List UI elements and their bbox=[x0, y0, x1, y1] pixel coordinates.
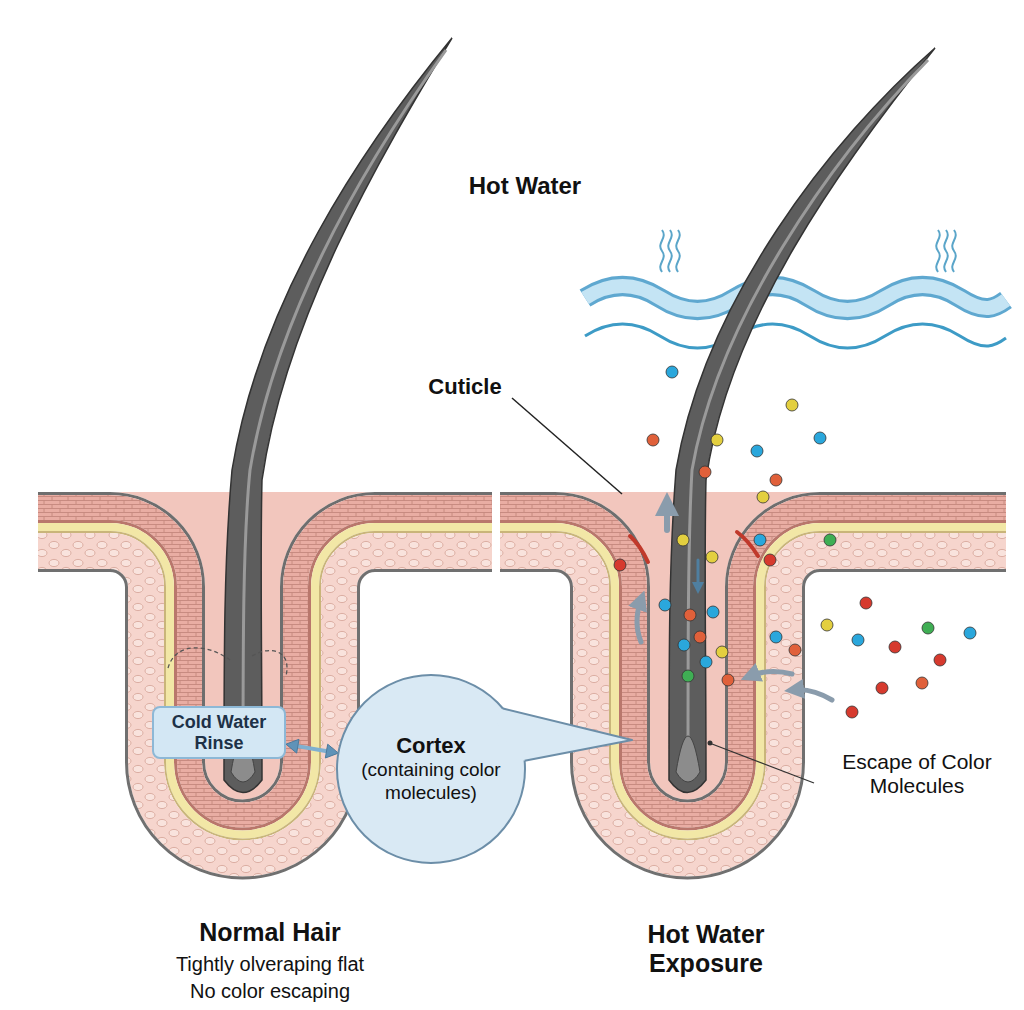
color-molecule bbox=[757, 491, 769, 503]
arrow-head bbox=[286, 739, 299, 753]
skin-layers bbox=[38, 492, 1006, 878]
color-molecule bbox=[694, 631, 706, 643]
color-molecule bbox=[852, 634, 864, 646]
color-molecule bbox=[614, 559, 626, 571]
color-molecule bbox=[770, 474, 782, 486]
color-molecule bbox=[682, 670, 694, 682]
leader-line bbox=[512, 398, 622, 494]
steam-line bbox=[668, 230, 671, 272]
box-text: Cold Water Rinse bbox=[163, 712, 275, 753]
hot-water-waves bbox=[585, 286, 1006, 348]
color-molecule bbox=[706, 551, 718, 563]
flow-arrow bbox=[750, 671, 792, 676]
color-molecule bbox=[814, 432, 826, 444]
color-molecule bbox=[860, 597, 872, 609]
skin-layer bbox=[500, 571, 1006, 879]
flow-arrows bbox=[637, 504, 832, 700]
arrow-head bbox=[325, 744, 338, 758]
color-molecule bbox=[722, 674, 734, 686]
lifted-cuticle bbox=[630, 532, 758, 562]
color-molecule bbox=[916, 677, 928, 689]
color-molecule bbox=[964, 627, 976, 639]
text-label: No color escaping bbox=[100, 980, 440, 1003]
wave bbox=[585, 324, 1006, 348]
color-molecule bbox=[754, 534, 766, 546]
dashed-outline bbox=[168, 648, 287, 676]
callout-text-wrap: Cortex(containing color molecules) bbox=[335, 673, 527, 865]
color-molecule bbox=[659, 599, 671, 611]
text-label: Tightly olveraping flat bbox=[100, 953, 440, 976]
callout-pointer bbox=[495, 709, 632, 761]
leader-dot bbox=[708, 741, 713, 746]
connector-arrow bbox=[286, 739, 338, 758]
color-molecule bbox=[647, 434, 659, 446]
callout-pointer-outline bbox=[503, 709, 632, 761]
callout-body: (containing color molecules) bbox=[349, 759, 513, 805]
steam-line bbox=[936, 230, 939, 272]
color-molecule bbox=[922, 622, 934, 634]
color-molecule bbox=[716, 646, 728, 658]
text-label: Escape of Color Molecules bbox=[819, 750, 1015, 798]
text-label: Hot Water Exposure bbox=[621, 920, 791, 978]
circle-outline bbox=[337, 675, 525, 863]
flow-arrow bbox=[637, 600, 641, 642]
cuticle-mark bbox=[737, 532, 758, 556]
connector-line bbox=[296, 746, 329, 752]
color-molecule bbox=[789, 644, 801, 656]
leader-line bbox=[712, 744, 814, 783]
color-molecule bbox=[684, 609, 696, 621]
color-molecule bbox=[821, 619, 833, 631]
wave bbox=[585, 286, 1006, 310]
color-molecule bbox=[666, 366, 678, 378]
color-molecule bbox=[699, 466, 711, 478]
color-molecule bbox=[876, 682, 888, 694]
color-molecules bbox=[614, 366, 976, 718]
color-molecule bbox=[824, 534, 836, 546]
flow-arrow bbox=[794, 690, 832, 700]
hair-bulb bbox=[676, 736, 700, 782]
hair-highlight bbox=[688, 60, 928, 780]
color-molecule bbox=[889, 641, 901, 653]
skin-layer bbox=[500, 551, 1006, 859]
color-molecule bbox=[751, 445, 763, 457]
color-molecule bbox=[846, 706, 858, 718]
cortex-callout: Cortex(containing color molecules) bbox=[335, 673, 527, 865]
steam-line bbox=[660, 230, 663, 272]
color-molecule bbox=[764, 554, 776, 566]
flow-arrow bbox=[697, 560, 700, 588]
color-molecule bbox=[770, 631, 782, 643]
color-molecule bbox=[707, 606, 719, 618]
steam bbox=[660, 230, 955, 272]
color-molecule bbox=[678, 639, 690, 651]
cuticle-mark bbox=[630, 536, 648, 562]
hair-highlight bbox=[243, 50, 446, 780]
wave-outline bbox=[585, 286, 1006, 310]
color-molecule bbox=[934, 654, 946, 666]
flow-arrow bbox=[664, 504, 670, 530]
hair-right bbox=[669, 48, 935, 793]
steam-line bbox=[944, 230, 947, 272]
color-molecule bbox=[786, 399, 798, 411]
steam-line bbox=[952, 230, 955, 272]
color-molecule bbox=[711, 434, 723, 446]
color-molecule bbox=[700, 656, 712, 668]
text-label: Normal Hair bbox=[100, 918, 440, 947]
steam-line bbox=[676, 230, 679, 272]
callout-heading: Cortex bbox=[396, 733, 466, 759]
text-label: Hot Water bbox=[415, 172, 635, 200]
hair-shaft bbox=[669, 48, 935, 793]
color-molecule bbox=[677, 534, 689, 546]
rinse-box: Cold Water Rinse bbox=[152, 706, 286, 759]
text-label: Cuticle bbox=[395, 374, 535, 399]
